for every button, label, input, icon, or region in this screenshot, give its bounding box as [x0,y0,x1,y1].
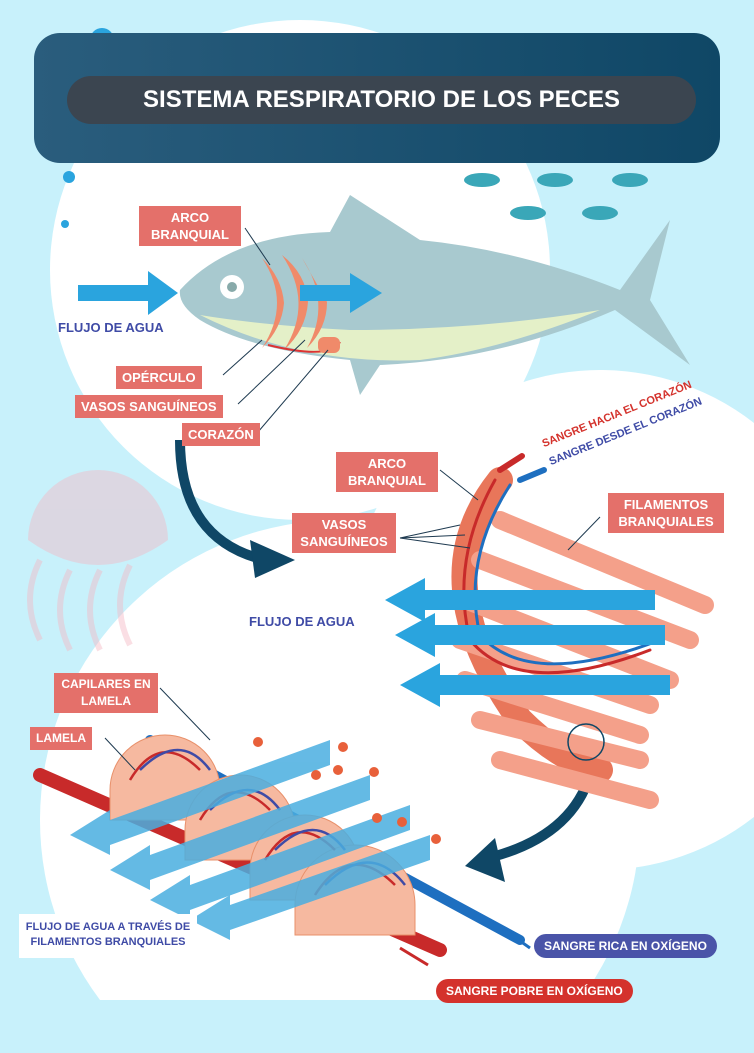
label-capilares: CAPILARES EN LAMELA [54,673,158,713]
label-flujo-filamentos: FLUJO DE AGUA A TRAVÉS DE FILAMENTOS BRA… [19,914,197,958]
jellyfish-icon [27,470,168,652]
label-lamela: LAMELA [30,727,92,750]
label-sangre-pobre: SANGRE POBRE EN OXÍGENO [436,979,633,1003]
label-arco-branquial-gill: ARCO BRANQUIAL [336,452,438,492]
leader-lines [104,227,601,771]
label-corazon: CORAZÓN [182,423,260,446]
label-flujo-agua-fish: FLUJO DE AGUA [58,320,164,335]
curved-arrow-1 [175,439,267,565]
zoom-circle [567,723,605,761]
gill-water-arrows [385,578,670,707]
label-vasos-gill: VASOS SANGUÍNEOS [292,513,396,553]
tuna-fish-illustration [179,195,691,395]
label-vasos-fish: VASOS SANGUÍNEOS [75,395,223,418]
water-flow-arrow-2 [300,273,382,313]
oxygen-bubbles [253,737,441,844]
lamella-illustration [33,734,531,967]
label-arco-branquial-fish: ARCO BRANQUIAL [139,206,241,246]
label-sangre-rica: SANGRE RICA EN OXÍGENO [534,934,717,958]
page-title: SISTEMA RESPIRATORIO DE LOS PECES [67,76,696,124]
label-flujo-agua-gill: FLUJO DE AGUA [249,614,355,629]
water-flow-arrow-1 [78,271,178,315]
label-filamentos: FILAMENTOS BRANQUIALES [608,493,724,533]
label-operculo: OPÉRCULO [116,366,202,389]
curved-arrow-2-head [465,838,505,882]
curved-arrow-1-head [250,540,295,578]
